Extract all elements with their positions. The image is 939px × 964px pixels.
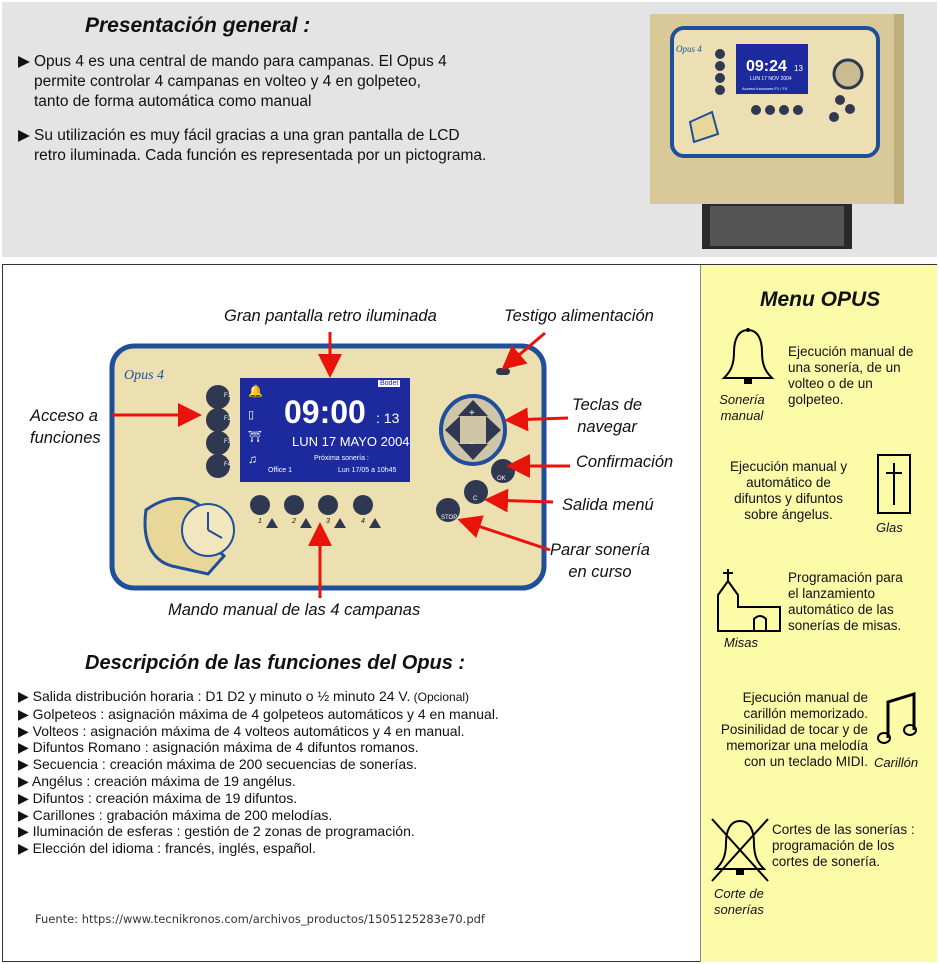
photo-brand: Opus 4 xyxy=(676,44,702,54)
photo-time: 09:24 xyxy=(746,58,787,75)
description-item: ▶ Difuntos Romano : asignación máxima de… xyxy=(18,739,419,756)
device-photo: Opus 4 09:24 13 LUN 17 NOV 2004 Acceso f… xyxy=(650,14,912,250)
lcd-glas-icon: ▯ xyxy=(248,409,255,421)
caption-glas: Glas xyxy=(876,520,903,535)
presentation-title: Presentación general : xyxy=(85,14,311,37)
f1-key[interactable]: F1 xyxy=(224,393,232,399)
label-testigo: Testigo alimentación xyxy=(504,307,654,325)
device-diagram: Opus 4 F1 F2 F3 F4 🔔 ▯ ⛩ ♫ Bodet 09:00 :… xyxy=(108,342,548,592)
photo-footer: Acceso funciones F1 / F4 xyxy=(742,86,788,91)
bell-2-button[interactable]: 2 xyxy=(292,518,296,525)
c-button[interactable]: C xyxy=(473,496,478,502)
lcd-misas-icon: ⛩ xyxy=(248,431,262,443)
music-note-icon xyxy=(877,691,917,744)
label-pantalla: Gran pantalla retro iluminada xyxy=(224,307,437,325)
bell-3-button[interactable]: 3 xyxy=(326,518,330,525)
coffin-icon xyxy=(877,454,911,514)
presentation-bullet-1: ▶Opus 4 es una central de mando para cam… xyxy=(18,53,447,110)
lcd-bell-icon: 🔔 xyxy=(248,384,263,398)
lcd-next-left: Office 1 xyxy=(268,467,292,474)
bell-cut-icon xyxy=(711,818,769,882)
label-mando: Mando manual de las 4 campanas xyxy=(168,601,421,619)
description-item: ▶ Golpeteos : asignación máxima de 4 gol… xyxy=(18,705,499,722)
device-body xyxy=(109,343,547,591)
description-item: ▶ Angélus : creación máxima de 19 angélu… xyxy=(18,772,296,789)
presentation-bullet-2: ▶Su utilización es muy fácil gracias a u… xyxy=(18,127,487,164)
caption-carillon: Carillón xyxy=(874,755,919,770)
lcd-date: LUN 17 MAYO 2004 xyxy=(292,434,410,449)
bell-1-button[interactable]: 1 xyxy=(258,518,262,525)
nav-down-label[interactable]: - xyxy=(470,438,474,449)
lcd-time: 09:00 xyxy=(284,394,366,430)
label-confirmacion: Confirmación xyxy=(576,453,674,471)
description-item: ▶ Elección del idioma : francés, inglés,… xyxy=(18,840,316,857)
ok-button[interactable]: OK xyxy=(497,476,506,482)
nav-up-label[interactable]: + xyxy=(469,408,475,419)
description-title: Descripción de las funciones del Opus : xyxy=(85,652,466,674)
lcd-next-label: Próxima sonería : xyxy=(314,455,369,462)
photo-date: LUN 17 NOV 2004 xyxy=(750,76,792,82)
f4-key[interactable]: F4 xyxy=(224,462,232,468)
f3-key[interactable]: F3 xyxy=(224,439,232,445)
bell-4-button[interactable]: 4 xyxy=(361,518,365,525)
device-photo-graphic xyxy=(650,14,904,249)
label-salida: Salida menú xyxy=(562,496,654,514)
description-item: ▶ Carillones : grabación máxima de 200 m… xyxy=(18,806,333,823)
lcd-logo: Bodet xyxy=(378,380,401,387)
lcd-carillon-icon: ♫ xyxy=(248,452,257,466)
menu-panel xyxy=(700,265,937,962)
power-led xyxy=(496,368,510,375)
caption-misas: Misas xyxy=(724,635,758,650)
lcd-next-right: Lun 17/05 a 10h45 xyxy=(338,467,397,474)
description-list: ▶ Salida distribución horaria : D1 D2 y … xyxy=(18,688,499,857)
lcd-seconds: : 13 xyxy=(376,410,400,426)
bell-icon xyxy=(721,328,775,384)
description-item: ▶ Iluminación de esferas : gestión de 2 … xyxy=(18,823,415,840)
stop-button[interactable]: STOP xyxy=(441,515,458,521)
description-item: ▶ Secuencia : creación máxima de 200 sec… xyxy=(18,756,418,773)
description-item: ▶ Volteos : asignación máxima de 4 volte… xyxy=(18,722,465,739)
device-brand: Opus 4 xyxy=(124,368,165,383)
church-icon xyxy=(717,569,781,632)
menu-corte-text: Cortes de las sonerías :programación de … xyxy=(772,822,915,869)
description-item: ▶ Difuntos : creación máxima de 19 difun… xyxy=(18,789,298,806)
callout-arrows xyxy=(112,331,570,598)
description-item: ▶ Salida distribución horaria : D1 D2 y … xyxy=(18,688,470,704)
menu-title: Menu OPUS xyxy=(760,288,881,311)
photo-seconds: 13 xyxy=(794,64,803,73)
source-link[interactable]: Fuente: https://www.tecnikronos.com/arch… xyxy=(35,912,485,926)
f2-key[interactable]: F2 xyxy=(224,416,232,422)
